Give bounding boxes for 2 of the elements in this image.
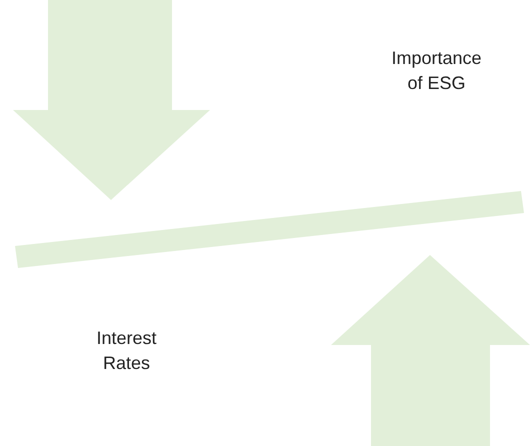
label-text: Interest Rates — [95, 327, 158, 375]
label-text: Importance of ESG — [390, 47, 483, 95]
